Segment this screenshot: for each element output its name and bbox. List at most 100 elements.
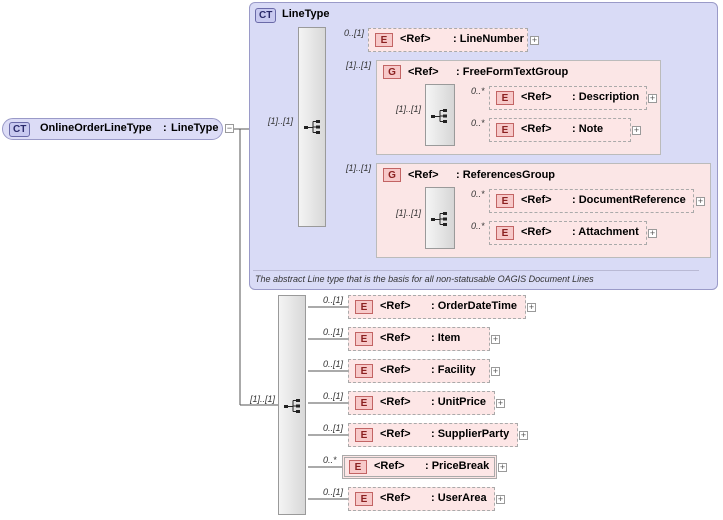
unit-price-cardinality: 0..[1] [323,391,344,401]
element-name: : PriceBreak [425,460,490,472]
complex-type-badge: CT [9,122,31,137]
root-complex-type[interactable]: CT OnlineOrderLineType : LineType [2,118,223,140]
element-badge: E [355,332,373,346]
sequence-icon [284,399,300,413]
element-name: : SupplierParty [431,428,510,440]
element-ref: <Ref> [380,428,411,440]
group-ref: <Ref> [408,169,439,181]
element-badge: E [355,492,373,506]
complex-type-badge: CT [255,8,277,23]
extension-sequence-compositor[interactable] [278,295,306,515]
root-type: LineType [171,122,219,134]
element-badge: E [355,364,373,378]
element-supplier-party[interactable]: E <Ref> : SupplierParty [348,423,518,447]
expand-toggle[interactable]: + [696,196,705,206]
sequence-cardinality: [1]..[1] [268,116,294,126]
expand-toggle[interactable]: + [648,93,657,103]
element-badge: E [355,428,373,442]
annotation-text: The abstract Line type that is the basis… [255,274,594,284]
expand-toggle[interactable]: + [496,494,505,504]
element-badge: E [496,123,514,137]
element-badge: E [496,194,514,208]
element-name: : Item [431,332,461,344]
collapse-toggle[interactable]: − [225,123,234,133]
user-area-cardinality: 0..[1] [323,487,344,497]
element-name: : Note [572,123,604,135]
root-name: OnlineOrderLineType [40,122,152,134]
document-reference-cardinality: 0..* [471,189,485,199]
group-sequence-cardinality: [1]..[1] [396,104,422,114]
element-ref: <Ref> [380,492,411,504]
group-sequence-compositor[interactable] [425,84,455,146]
sequence-compositor[interactable] [298,27,326,227]
element-facility[interactable]: E <Ref> : Facility [348,359,490,383]
group-ref: <Ref> [408,66,439,78]
element-badge: E [355,300,373,314]
element-order-date-time[interactable]: E <Ref> : OrderDateTime [348,295,526,319]
group-sequence-cardinality: [1]..[1] [396,208,422,218]
element-line-number[interactable]: E <Ref> : LineNumber [368,28,528,52]
element-ref: <Ref> [380,396,411,408]
element-user-area[interactable]: E <Ref> : UserArea [348,487,495,511]
supplier-party-cardinality: 0..[1] [323,423,344,433]
element-ref: <Ref> [374,460,405,472]
group-badge: G [383,168,401,182]
element-note[interactable]: E <Ref> : Note [489,118,631,142]
item-cardinality: 0..[1] [323,327,344,337]
attachment-cardinality: 0..* [471,221,485,231]
complex-type-title: LineType [282,8,330,20]
element-badge: E [349,460,367,474]
note-cardinality: 0..* [471,118,485,128]
element-ref: <Ref> [521,226,552,238]
element-item[interactable]: E <Ref> : Item [348,327,490,351]
expand-toggle[interactable]: + [648,228,657,238]
element-name: : DocumentReference [572,194,686,206]
element-badge: E [355,396,373,410]
element-ref: <Ref> [521,123,552,135]
root-type-separator: : [163,122,167,134]
expand-toggle[interactable]: + [496,398,505,408]
sequence-icon [431,109,447,123]
element-ref: <Ref> [380,364,411,376]
element-badge: E [496,226,514,240]
element-name: : Attachment [572,226,639,238]
price-break-cardinality: 0..* [323,455,337,465]
element-name: : Description [572,91,640,103]
element-name: : Facility [431,364,476,376]
extension-sequence-cardinality: [1]..[1] [250,394,276,404]
element-name: : OrderDateTime [431,300,517,312]
element-price-break[interactable]: E <Ref> : PriceBreak [342,455,497,479]
element-name: : UnitPrice [431,396,487,408]
element-ref: <Ref> [380,332,411,344]
expand-toggle[interactable]: + [519,430,528,440]
expand-toggle[interactable]: + [530,35,539,45]
element-document-reference[interactable]: E <Ref> : DocumentReference [489,189,694,213]
expand-toggle[interactable]: + [527,302,536,312]
element-ref: <Ref> [521,194,552,206]
element-attachment[interactable]: E <Ref> : Attachment [489,221,647,245]
element-badge: E [496,91,514,105]
description-cardinality: 0..* [471,86,485,96]
element-ref: <Ref> [521,91,552,103]
sequence-icon [304,120,320,134]
element-badge: E [375,33,393,47]
element-description[interactable]: E <Ref> : Description [489,86,647,110]
element-ref: <Ref> [380,300,411,312]
group-name: : FreeFormTextGroup [456,66,569,78]
sequence-icon [431,212,447,226]
group-sequence-compositor[interactable] [425,187,455,249]
references-group-cardinality: [1]..[1] [346,163,372,173]
line-number-cardinality: 0..[1] [344,28,365,38]
annotation-divider [253,270,699,271]
group-badge: G [383,65,401,79]
expand-toggle[interactable]: + [491,334,500,344]
element-ref: <Ref> [400,33,431,45]
element-name: : LineNumber [453,33,524,45]
element-unit-price[interactable]: E <Ref> : UnitPrice [348,391,495,415]
expand-toggle[interactable]: + [491,366,500,376]
expand-toggle[interactable]: + [498,462,507,472]
element-name: : UserArea [431,492,487,504]
facility-cardinality: 0..[1] [323,359,344,369]
free-form-group-cardinality: [1]..[1] [346,60,372,70]
expand-toggle[interactable]: + [632,125,641,135]
